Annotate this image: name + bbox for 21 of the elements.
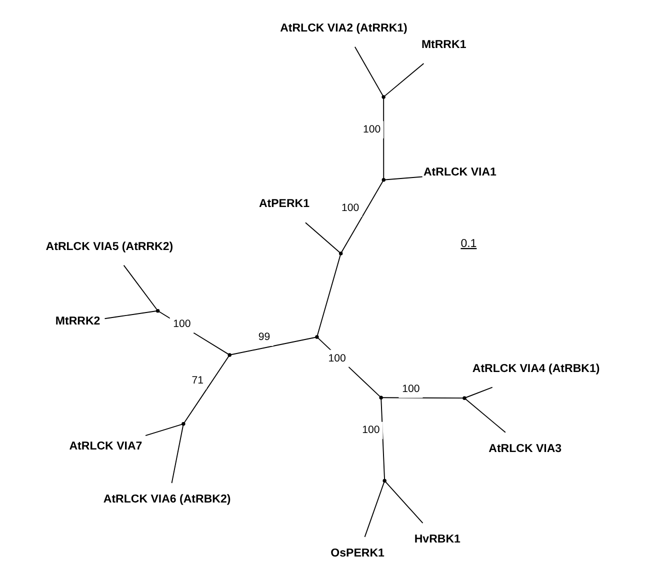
node-text: AtRLCK VIA5 (AtRRK2)	[45, 240, 173, 253]
label: 0.1	[460, 238, 476, 250]
edge-label: 100	[402, 382, 420, 395]
node-text: HvRBK1	[414, 533, 460, 546]
node-text: AtRLCK VIA3	[488, 442, 562, 455]
node-text: MtRRK2	[54, 315, 100, 328]
edge-label: 100	[362, 123, 380, 136]
edge-label: 99	[258, 331, 270, 344]
edge-label: 100	[362, 424, 380, 436]
edge-label: 100	[328, 352, 346, 364]
node-text: AtRLCK VIA2 (AtRRK1)	[280, 22, 407, 34]
node-text: AtRLCK VIA1	[422, 166, 496, 179]
edge-label: 71	[191, 374, 203, 386]
node-text: AtRLCK VIA4 (AtRBK1)	[472, 363, 600, 376]
edge-label: 100	[340, 202, 359, 214]
node-text: MtRRK1	[420, 39, 466, 52]
node-text: AtRLCK VIA6 (AtRBK2)	[102, 494, 230, 506]
node-text: AtPERK1	[258, 198, 310, 210]
edge-label: 100	[172, 318, 190, 330]
node-text: OsPERK1	[330, 548, 384, 560]
node-text: AtRLCK VIA7	[68, 440, 142, 453]
